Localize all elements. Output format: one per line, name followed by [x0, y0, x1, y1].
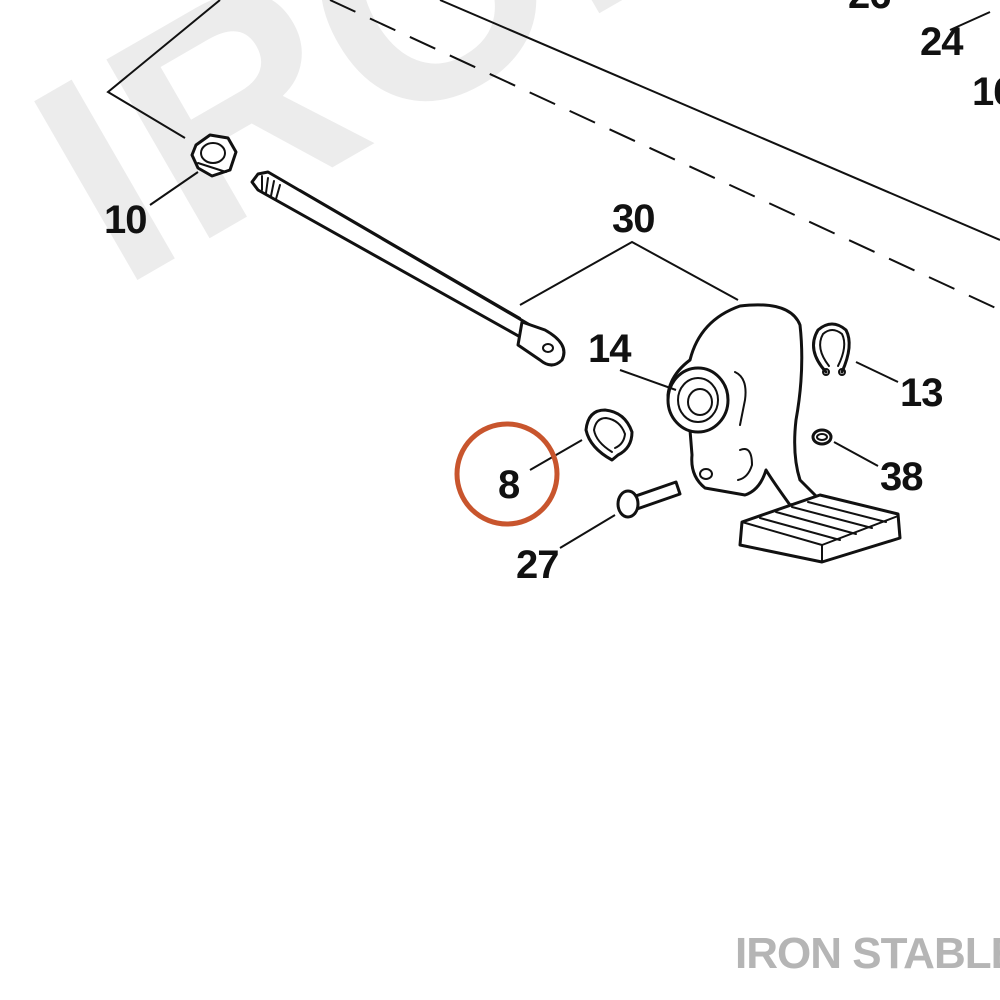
callout-27: 27 — [516, 543, 559, 587]
callout-10: 10 — [104, 198, 147, 242]
callout-8: 8 — [498, 463, 520, 507]
callout-13: 13 — [900, 371, 943, 415]
leader-8 — [529, 439, 583, 471]
watermark-text: IRON — [0, 0, 802, 345]
watermark: IRON — [0, 0, 802, 345]
shift-rod-icon — [250, 170, 566, 367]
callout-16: 16 — [972, 70, 1000, 114]
leader-24 — [949, 11, 991, 31]
d-clip-icon — [584, 408, 634, 462]
leader-10 — [149, 171, 199, 206]
leader-14 — [619, 369, 677, 391]
callout-24: 24 — [920, 20, 964, 64]
leader-27 — [559, 514, 616, 549]
reference-line-top — [439, 0, 1000, 241]
brand-mark: IRON STABLE — [735, 929, 1000, 978]
lock-nut-icon — [190, 133, 238, 178]
bracket-line-top-left — [106, 0, 221, 139]
bracket-30 — [519, 240, 739, 306]
callout-30: 30 — [612, 197, 655, 241]
assembly-dashed-line — [329, 0, 1000, 311]
clevis-pin-icon — [616, 480, 682, 519]
callout-38: 38 — [880, 455, 923, 499]
leader-38 — [833, 441, 879, 467]
shift-lever-icon — [666, 303, 902, 564]
callout-26: 26 — [848, 0, 891, 17]
spring-clip-icon — [811, 428, 833, 446]
retaining-ring-icon — [812, 322, 851, 376]
highlight-circle — [454, 421, 560, 527]
callout-14: 14 — [588, 327, 632, 371]
leader-13 — [855, 361, 899, 383]
